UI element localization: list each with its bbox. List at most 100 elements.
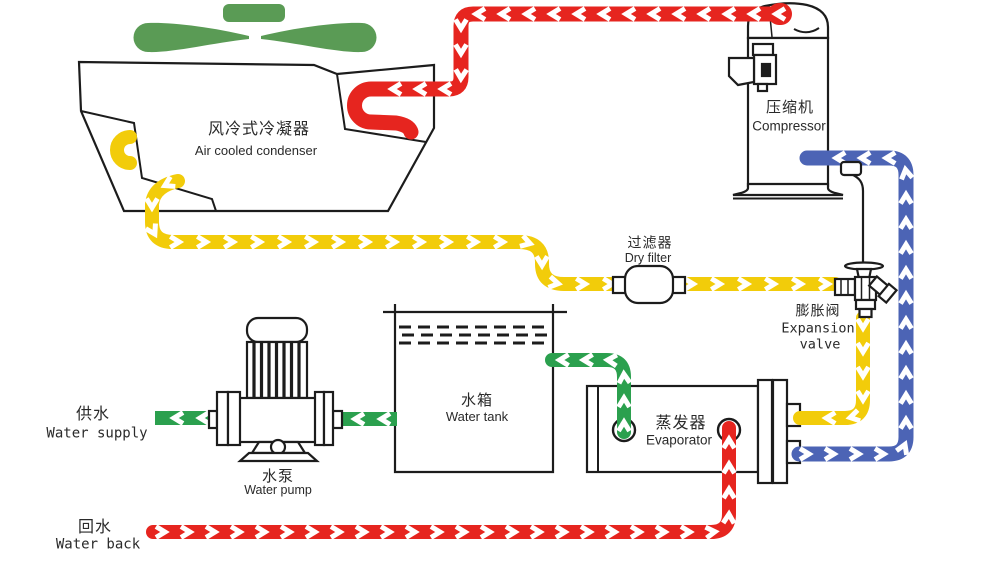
pipe-condenser-coil-bend — [110, 130, 137, 170]
expansion-valve-body — [833, 160, 899, 319]
flow-chevron-icon — [899, 164, 915, 181]
flow-chevron-icon — [578, 352, 594, 368]
flow-chevron-icon — [721, 484, 737, 500]
condenser-label-zh: 风冷式冷凝器 — [207, 121, 311, 139]
flow-chevron-icon — [454, 524, 470, 540]
flow-chevron-icon — [304, 524, 320, 540]
flow-chevron-icon — [168, 234, 185, 250]
flow-chevron-icon — [412, 81, 428, 97]
flow-chevron-icon — [616, 369, 632, 385]
flow-chevron-icon — [855, 389, 871, 405]
condenser-label-en: Air cooled condenser — [194, 142, 318, 158]
flow-chevron-icon — [646, 6, 662, 22]
flow-chevron-icon — [709, 276, 726, 292]
flow-chevron-icon — [855, 341, 871, 357]
flow-chevron-icon — [855, 365, 871, 381]
fan-blade-left — [133, 22, 249, 53]
flow-chevron-icon — [894, 440, 910, 456]
flow-chevron-icon — [696, 6, 712, 22]
flow-chevron-icon — [496, 6, 512, 22]
flow-chevron-icon — [881, 150, 897, 166]
valve-capillary-line — [850, 172, 865, 264]
flow-chevron-icon — [529, 524, 545, 540]
flow-chevron-icon — [222, 234, 239, 250]
flow-chevron-icon — [898, 314, 914, 330]
flow-chevron-icon — [654, 524, 670, 540]
flow-chevron-icon — [387, 81, 403, 97]
flow-chevron-icon — [519, 234, 535, 249]
fan-blade-right — [261, 22, 377, 53]
evaporator-label-en: Evaporator — [645, 432, 713, 448]
flow-chevron-icon — [453, 43, 469, 59]
water-level-lines — [399, 325, 551, 345]
water-back-label-zh: 回水 — [77, 519, 113, 537]
flow-chevron-icon — [817, 276, 834, 292]
expansion-valve-label-en1: Expansion — [781, 320, 855, 337]
flow-chevron-icon — [873, 446, 889, 462]
flow-chevron-icon — [492, 234, 509, 250]
water-supply-label-en: Water supply — [46, 425, 148, 442]
flow-chevron-icon — [554, 352, 570, 368]
flow-chevron-icon — [629, 524, 645, 540]
flow-chevron-icon — [746, 6, 762, 22]
flow-chevron-icon — [453, 18, 469, 34]
expansion-valve-label-en2: valve — [799, 336, 841, 353]
flow-chevron-icon — [276, 234, 293, 250]
flow-chevron-icon — [721, 6, 737, 22]
flow-chevron-icon — [144, 197, 160, 213]
flow-chevron-icon — [898, 414, 914, 430]
flow-chevron-icon — [898, 289, 914, 305]
flow-chevron-icon — [554, 524, 570, 540]
water-back-label-en: Water back — [55, 536, 141, 553]
flow-chevron-icon — [898, 364, 914, 380]
flow-chevron-icon — [249, 234, 266, 250]
flow-chevron-icon — [350, 411, 366, 427]
flow-chevron-icon — [179, 524, 195, 540]
flow-chevron-icon — [898, 339, 914, 355]
flow-chevron-icon — [384, 234, 401, 250]
flow-chevron-icon — [438, 234, 455, 250]
flow-chevron-icon — [471, 6, 487, 22]
flow-chevron-icon — [898, 389, 914, 405]
flow-chevron-icon — [534, 255, 550, 271]
flow-chevron-icon — [330, 234, 347, 250]
pipe-tank-to-pump-line — [341, 411, 397, 427]
flow-chevron-icon — [848, 446, 864, 462]
flow-chevron-icon — [437, 81, 453, 97]
evaporator-label-zh: 蒸发器 — [655, 415, 707, 433]
flow-chevron-icon — [404, 524, 420, 540]
expansion-valve-label-zh: 膨胀阀 — [795, 302, 841, 319]
pump-motor-fins — [252, 342, 301, 398]
flow-chevron-icon — [254, 524, 270, 540]
pipe-hot-gas-discharge-line — [347, 6, 792, 140]
suction-line-clamp — [839, 160, 863, 177]
flow-chevron-icon — [376, 411, 392, 427]
flow-chevron-icon — [898, 189, 914, 205]
pipe-water-supply-line — [155, 410, 218, 426]
flow-chevron-icon — [160, 175, 176, 189]
flow-chevron-icon — [144, 223, 158, 239]
flow-chevron-icon — [479, 524, 495, 540]
flow-chevron-icon — [574, 276, 591, 292]
pipe-water-back-line — [146, 421, 737, 541]
flow-chevron-icon — [721, 434, 737, 450]
flow-chevron-icon — [736, 276, 753, 292]
flow-chevron-icon — [596, 6, 612, 22]
flow-chevron-icon — [329, 524, 345, 540]
flow-chevron-icon — [704, 524, 720, 541]
flow-chevron-icon — [169, 410, 185, 426]
flow-chevron-icon — [604, 524, 620, 540]
flow-chevron-icon — [856, 150, 872, 166]
flow-chevron-icon — [204, 524, 220, 540]
flow-chevron-icon — [465, 234, 482, 250]
dry-filter-label-en: Dry filter — [624, 251, 672, 266]
flow-chevron-icon — [546, 6, 562, 22]
condenser-fan-icon — [133, 4, 377, 53]
flow-chevron-icon — [823, 446, 839, 462]
flow-chevron-icon — [621, 6, 637, 22]
flow-chevron-icon — [721, 459, 737, 475]
pipe-suction-line — [791, 150, 915, 462]
flow-chevron-icon — [616, 393, 632, 409]
flow-chevron-icon — [411, 234, 428, 250]
